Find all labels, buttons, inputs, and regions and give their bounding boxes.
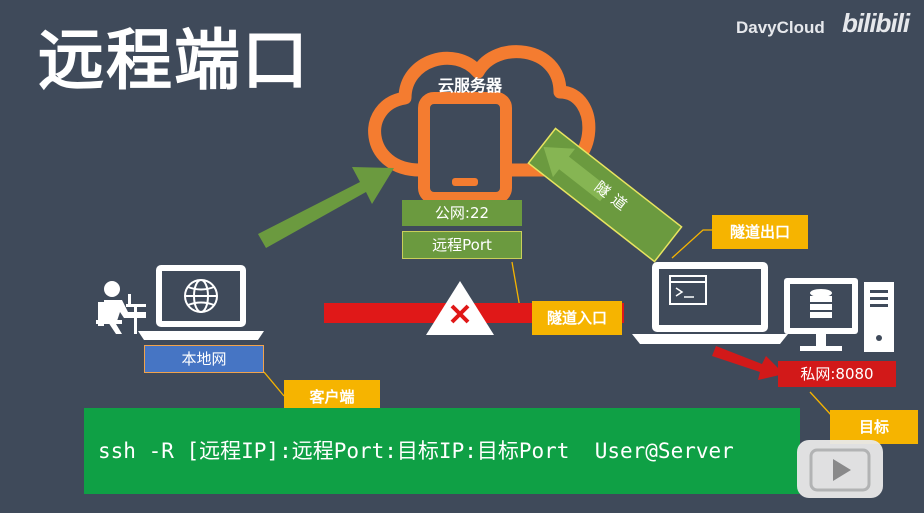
play-button[interactable]	[797, 440, 883, 498]
exit-to-target-arrow	[712, 346, 784, 380]
bilibili-logo: bilibili	[842, 8, 910, 38]
target-callout	[809, 391, 833, 417]
brand-name: DavyCloud	[736, 18, 825, 37]
local-network-box: 本地网	[144, 345, 264, 373]
person-at-desk-icon	[96, 281, 146, 334]
private-network-box: 私网:8080	[778, 361, 896, 387]
tunnel-entry-tag: 隧道入口	[532, 301, 622, 335]
terminal-icon	[669, 275, 707, 305]
tunnel-exit-callout	[671, 229, 712, 259]
phone-server-icon	[418, 92, 512, 204]
remote-port-box: 远程Port	[402, 231, 522, 259]
client-callout	[263, 371, 285, 397]
cloud-server-label: 云服务器	[437, 76, 502, 95]
tunnel-exit-tag: 隧道出口	[712, 215, 808, 249]
tunnel-bar	[527, 127, 683, 263]
public-port-box: 公网:22	[402, 200, 522, 226]
globe-icon	[184, 279, 218, 313]
blocked-x-icon	[426, 281, 494, 335]
play-icon	[809, 444, 871, 492]
server-tower-icon	[864, 282, 894, 352]
page-title: 远程端口	[38, 22, 310, 99]
database-icon	[810, 289, 832, 318]
tunnel-entry-callout	[511, 261, 532, 309]
ssh-command-bar: ssh -R [远程IP]:远程Port:目标IP:目标Port User@Se…	[84, 408, 800, 494]
exit-laptop-icon	[632, 262, 788, 344]
client-to-cloud-arrow	[258, 167, 394, 248]
target-tag: 目标	[830, 410, 918, 444]
cloud-icon	[368, 45, 596, 177]
